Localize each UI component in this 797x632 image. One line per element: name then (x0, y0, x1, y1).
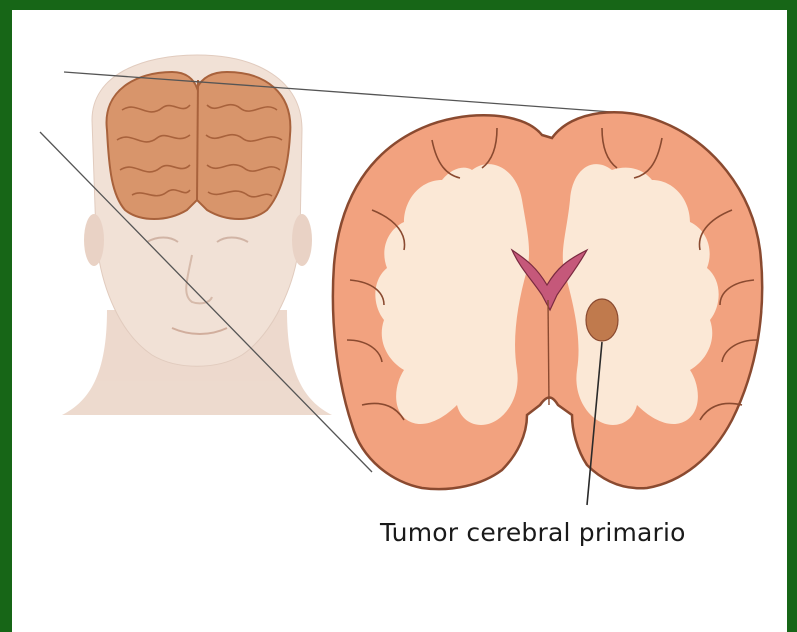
right-ear (292, 214, 312, 266)
midline (548, 300, 549, 405)
brain-in-head (107, 72, 291, 219)
coronal-brain-section (333, 112, 762, 505)
tumor (586, 299, 618, 341)
illustration-panel: Tumor cerebral primario (12, 10, 787, 632)
left-ear (84, 214, 104, 266)
tumor-label: Tumor cerebral primario (380, 518, 686, 547)
